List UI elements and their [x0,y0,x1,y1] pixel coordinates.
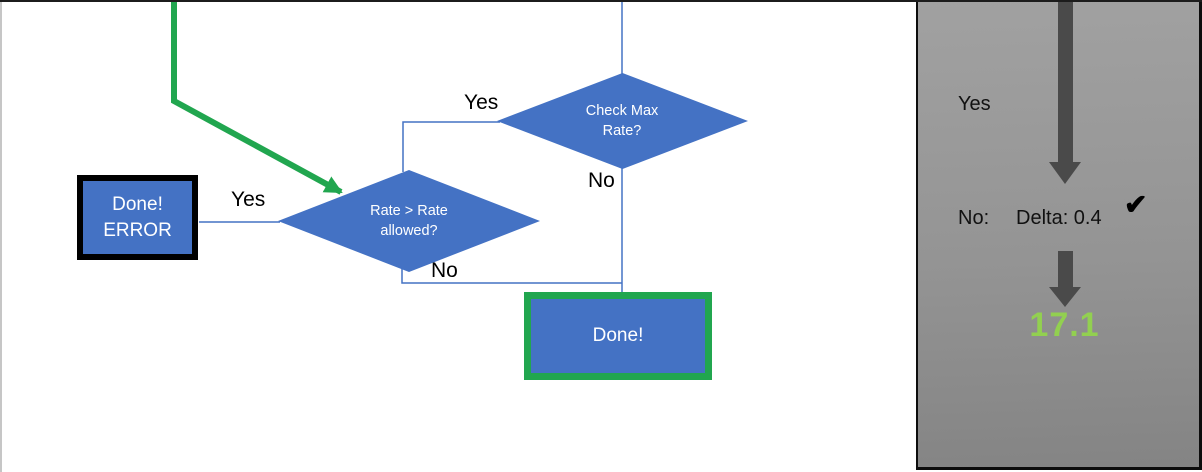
decision-check-max-rate-label: Check Max Rate? [557,101,687,141]
done-box-label: Done! [592,325,644,346]
decision-rate-allowed-shape [278,170,540,272]
decision-check-max-rate-shape [497,73,748,169]
panel-delta-value: Delta: 0.4 [1016,207,1102,229]
decision-text-line: allowed? [380,223,438,239]
done-error-line2: ERROR [103,219,172,241]
panel-yes-label: Yes [958,93,991,115]
top-edge-line [0,0,1202,2]
down-arrow-icon [1049,287,1081,307]
done-error-box: Done! ERROR [77,175,198,260]
check-icon: ✔ [1124,189,1148,220]
done-error-line1: Done! [112,193,163,215]
connector-rate-no [401,268,622,284]
decision-text-line: Rate > Rate [370,203,448,219]
decision-text-line: Check Max [585,103,659,119]
flowchart-connectors [171,0,748,293]
edge-label-rate-allowed-no: No [431,259,458,282]
edge-label-check-max-no: No [588,169,615,192]
done-box: Done! [524,292,712,380]
result-value: 17.1 [1029,306,1100,344]
result-panel: Yes No: Delta: 0.4 ✔ 17.1 [916,0,1202,470]
connector-check-max-yes [402,121,500,172]
down-arrow-icon [1049,162,1081,184]
decision-rate-allowed-label: Rate > Rate allowed? [344,201,474,241]
green-arrow-connector [171,0,343,195]
down-arrow-icon [1058,0,1073,162]
panel-no-label: No: [958,207,990,229]
down-arrow-icon [1058,251,1073,287]
edge-label-rate-allowed-yes: Yes [231,188,266,211]
left-edge-line [0,2,2,472]
decision-text-line: Rate? [602,123,642,139]
edge-label-check-max-yes: Yes [464,91,499,114]
